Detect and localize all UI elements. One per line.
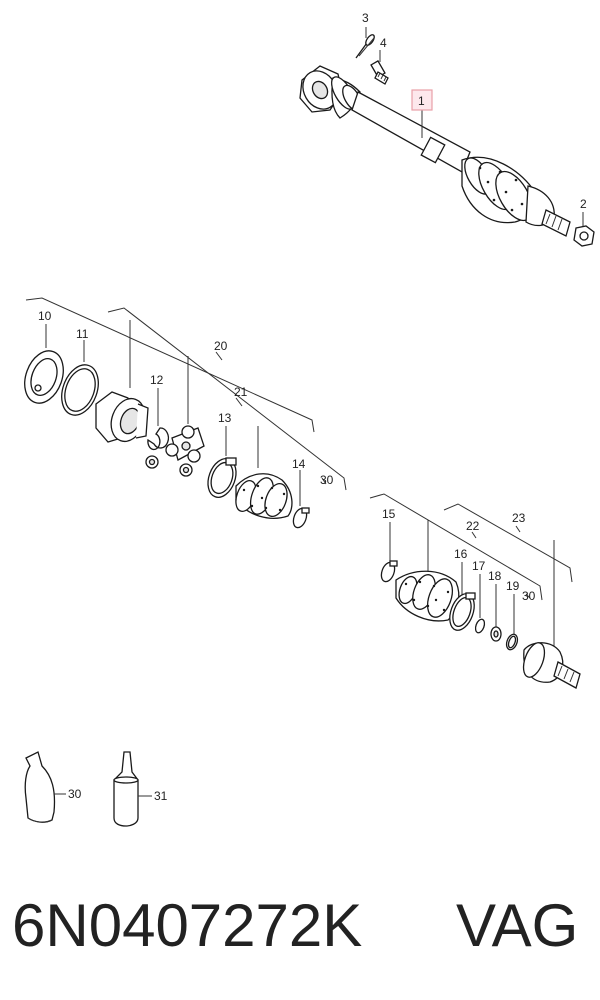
- callout-4: 4: [380, 36, 387, 50]
- callout-15: 15: [382, 507, 396, 521]
- circlip-icon: [147, 427, 170, 451]
- joint-housing-icon: [95, 391, 149, 443]
- callout-31: 31: [154, 789, 168, 803]
- tripod-spider-icon: [165, 425, 205, 463]
- callout-18: 18: [488, 569, 502, 583]
- inner-boot-icon: [235, 473, 293, 519]
- clamp-large-icon: [207, 457, 237, 498]
- callout-21: 21: [234, 385, 248, 399]
- callout-16: 16: [454, 547, 468, 561]
- callout-11: 11: [76, 327, 89, 341]
- clamp-15-icon: [380, 560, 398, 583]
- grease-tube-icon: [24, 751, 56, 823]
- callout-14: 14: [292, 457, 306, 471]
- callout-1: 1: [418, 94, 425, 108]
- brand-name: VAG: [456, 892, 578, 959]
- clamp-16-icon: [449, 592, 476, 631]
- callout-19: 19: [506, 579, 520, 593]
- clip-pin-icon: [355, 34, 375, 59]
- parts-outer-kit: [380, 560, 581, 689]
- outer-boot-icon: [395, 570, 460, 622]
- shaft: [351, 91, 471, 173]
- clamp-small-icon: [292, 507, 310, 529]
- inner-cv-flange: [299, 65, 343, 113]
- callout-20: 20: [214, 339, 228, 353]
- group-bracket-lines-left: [25, 297, 347, 506]
- inner-boot: [330, 76, 362, 119]
- ring-17-icon: [474, 618, 486, 634]
- callout-10: 10: [38, 309, 52, 323]
- o-ring-icon: [61, 364, 99, 416]
- parts-inner-kit: [24, 350, 310, 529]
- outer-cv-joint: [525, 185, 571, 237]
- seal-ring-icon: [24, 350, 64, 404]
- circlip-19-icon: [505, 633, 519, 651]
- outer-joint-23-icon: [522, 642, 581, 689]
- nut-icon: [573, 225, 595, 247]
- group-bracket-lines-right: [369, 493, 573, 646]
- part-number: 6N0407272K: [12, 892, 362, 959]
- highlight-box-1: [411, 89, 433, 111]
- callout-2: 2: [580, 197, 587, 211]
- callout-leaders-top: [365, 27, 584, 226]
- bearing-pieces-icon: [145, 455, 193, 477]
- callout-30-b: 30: [522, 589, 536, 603]
- callout-3: 3: [362, 11, 369, 25]
- callout-22: 22: [466, 519, 480, 533]
- callout-17: 17: [472, 559, 486, 573]
- callout-30-c: 30: [68, 787, 82, 801]
- driveshaft-assembly: [299, 34, 595, 247]
- outer-boot: [461, 156, 537, 224]
- sealant-bottle-icon: [113, 751, 139, 827]
- callout-12: 12: [150, 373, 164, 387]
- callout-30-a: 30: [320, 473, 334, 487]
- bolt-icon: [370, 60, 389, 85]
- callout-23: 23: [512, 511, 526, 525]
- spacer-18-icon: [490, 626, 502, 642]
- callout-13: 13: [218, 411, 232, 425]
